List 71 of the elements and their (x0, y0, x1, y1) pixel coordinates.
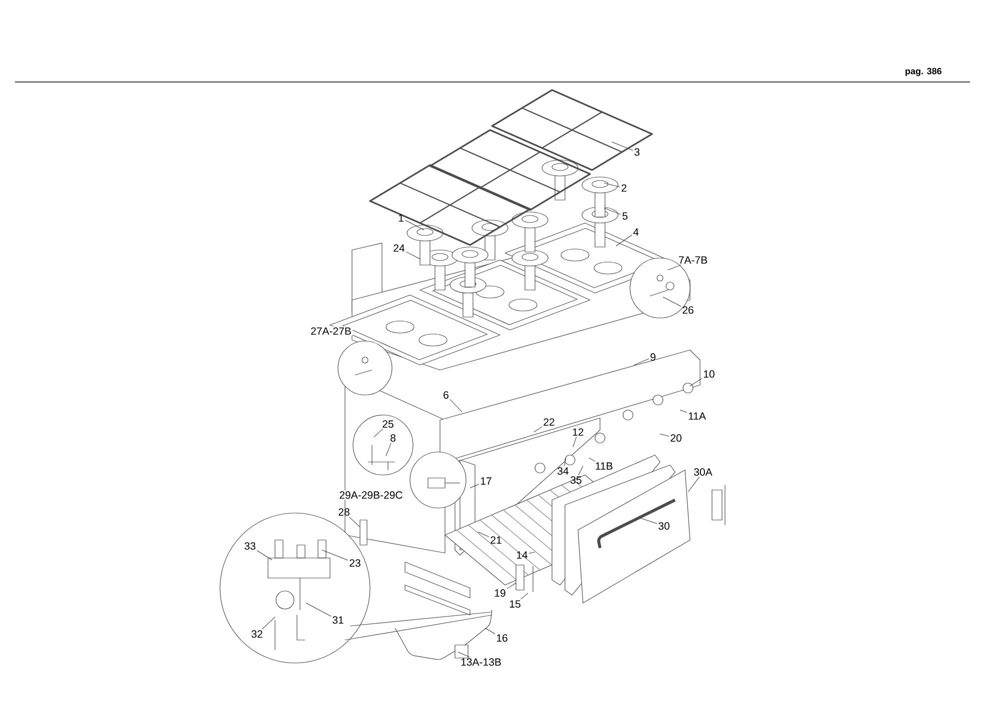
callout-number: 3 (634, 148, 640, 156)
callout-number: 13A-13B (461, 658, 501, 666)
leader-line (604, 182, 620, 188)
leader-line (690, 378, 702, 386)
callout-number: 20 (670, 434, 682, 442)
callout-number: 15 (510, 600, 520, 608)
callout-number: 28 (338, 508, 350, 516)
page-number: pag. 386 (904, 66, 943, 78)
callout-number: 7A-7B (678, 256, 708, 264)
leader-line (306, 602, 332, 617)
leader-line (612, 142, 634, 151)
callout-number: 16 (496, 634, 508, 642)
callout-number: 2 (622, 184, 626, 192)
leader-line (534, 426, 542, 432)
callout-number: 8 (390, 434, 396, 442)
callout-number: 19 (494, 589, 506, 597)
callout-number: 26 (682, 306, 694, 314)
callout-number: 35 (570, 476, 582, 484)
leader-line (662, 296, 682, 307)
callout-number: 4 (633, 228, 639, 236)
leader-line (640, 518, 658, 524)
leader-line (386, 442, 392, 456)
leader-line (634, 358, 650, 366)
leader-line (680, 410, 688, 413)
callout-number: 25 (382, 420, 394, 428)
leader-line (578, 466, 584, 476)
callout-number: 33 (244, 542, 256, 550)
callout-number: 32 (252, 630, 262, 638)
leader-line (470, 484, 480, 488)
leader-line (668, 264, 682, 270)
callout-number: 11A (688, 412, 706, 420)
leader-line (374, 428, 383, 438)
leader-line (660, 434, 670, 436)
callout-number: 5 (622, 212, 628, 220)
callout-number: 24 (394, 244, 405, 252)
callout-number: 6 (444, 391, 448, 399)
leader-line (506, 582, 516, 589)
leader-line (688, 476, 700, 492)
leader-line (564, 458, 566, 466)
callout-number: 31 (332, 616, 344, 624)
callout-number: 12 (572, 428, 584, 436)
callout-number: 14 (516, 551, 528, 559)
leader-line (528, 552, 536, 554)
leader-line (256, 550, 272, 560)
leader-line (588, 458, 596, 462)
leader-line (604, 208, 622, 215)
callout-number: 34 (558, 467, 569, 475)
callout-number: 29A-29B-29C (338, 490, 404, 500)
leader-line (484, 628, 496, 634)
callout-number: 30A (694, 468, 712, 476)
leader-line (262, 616, 276, 630)
leader-line (458, 652, 470, 658)
callout-number: 9 (650, 353, 656, 361)
leader-line (322, 550, 348, 560)
leader-line (406, 251, 420, 260)
leader-line (520, 592, 528, 600)
callout-number: 21 (490, 536, 502, 544)
callout-number: 27A-27B (310, 326, 352, 336)
callout-number: 22 (544, 418, 554, 426)
leader-line (478, 532, 490, 538)
callout-number: 11B (596, 462, 612, 470)
leader-line (404, 220, 424, 230)
callout-number: 30 (658, 522, 670, 530)
leader-line (572, 436, 577, 448)
callout-number: 1 (398, 214, 404, 222)
callout-number: 10 (704, 370, 714, 378)
leader-line (349, 516, 360, 528)
leader-line (450, 399, 462, 412)
callout-number: 17 (480, 477, 492, 485)
callout-number: 23 (350, 559, 360, 567)
leader-line (616, 234, 632, 246)
